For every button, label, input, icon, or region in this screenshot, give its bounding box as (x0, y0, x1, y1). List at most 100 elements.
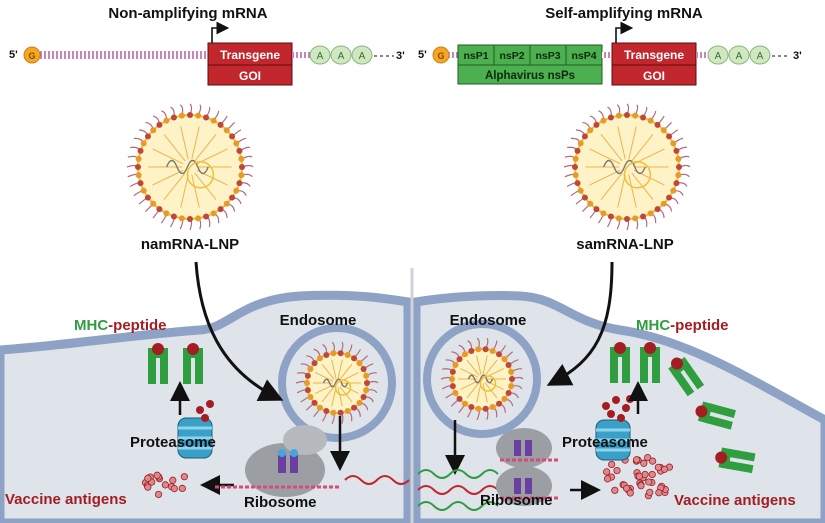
lipid-head (607, 114, 614, 121)
lipid-head (363, 372, 370, 379)
lipid-head (496, 400, 503, 407)
lipid-head (670, 140, 677, 147)
lipid-line (337, 359, 343, 379)
right-proteasome (595, 419, 631, 461)
lipid-head (337, 350, 344, 357)
lipid-head (673, 180, 680, 187)
left-rna-strand (38, 51, 208, 59)
lipid-head (624, 112, 630, 118)
lipid-head (217, 206, 224, 213)
lipid-head (475, 405, 482, 412)
right-mhc-4 (695, 401, 736, 430)
right-rna-strand-a (448, 52, 460, 58)
lipid-head (135, 172, 142, 179)
lipid-head (163, 210, 170, 217)
right-antigens-label: Vaccine antigens (674, 492, 796, 509)
lipid-head (577, 187, 584, 194)
lipid-line (163, 134, 186, 162)
left-antigens-label: Vaccine antigens (5, 491, 127, 508)
right-polya: A A A (707, 45, 771, 65)
alphavirus-label: Alphavirus nsPs (485, 70, 575, 82)
inner-vesicle (479, 375, 497, 392)
lipid-line (180, 126, 189, 160)
antigen-dot (613, 466, 621, 475)
lipid-head (137, 180, 144, 187)
lipid-line (152, 148, 184, 165)
lipid-head (505, 362, 512, 369)
lipid-head (501, 356, 508, 363)
lipid-head (316, 355, 323, 362)
lipid-line (331, 387, 337, 407)
lipid-head (144, 133, 151, 140)
antigen-dot (626, 489, 634, 497)
lipid-head (236, 147, 243, 154)
lipid-head (239, 164, 245, 170)
right-ribosome-label: Ribosome (480, 492, 553, 509)
right-mhc-5 (715, 447, 756, 474)
antigen-dot (655, 489, 663, 497)
left-peptides-small (196, 400, 214, 422)
lipid-head (452, 362, 459, 369)
lipid-head (624, 216, 630, 222)
antigen-dot (608, 460, 616, 469)
left-polya-a2-label: A (338, 51, 345, 62)
right-title: Self-amplifying mRNA (545, 5, 703, 22)
lipid-head (673, 147, 680, 154)
namrna-lnp-particle (126, 103, 254, 231)
lipid-head (187, 216, 193, 222)
lipid-line (631, 134, 654, 162)
antigen-dot (180, 473, 188, 481)
lipid-line (476, 355, 482, 375)
encapsulated-rna (467, 374, 494, 384)
lipid-head (482, 405, 489, 412)
lipid-head (170, 213, 177, 220)
lipid-head (356, 399, 363, 406)
left-antigen-cluster (141, 471, 188, 499)
lipid-head (363, 387, 370, 394)
right-endosome-label: Endosome (450, 312, 527, 329)
lipid-head (330, 409, 337, 416)
lipid-head (452, 389, 459, 396)
right-mhc-label-peptide: -peptide (670, 317, 728, 334)
lipid-head (364, 380, 370, 386)
lipid-head (135, 164, 141, 170)
lipid-head (632, 215, 639, 222)
encapsulated-rna (322, 378, 349, 388)
lipid-head (508, 383, 515, 390)
lipid-head (600, 210, 607, 217)
lipid-head (461, 351, 468, 358)
right-polya-a1 (707, 45, 729, 65)
lipid-head (593, 121, 600, 128)
lipid-head (475, 346, 482, 353)
right-three-prime: 3' (793, 50, 802, 62)
left-polya: A A A (309, 45, 373, 65)
lipid-head (323, 408, 330, 415)
right-delivery-arrow (546, 261, 614, 386)
lipid-head (508, 368, 515, 375)
lipid-line (191, 126, 200, 160)
antigen-dot (178, 484, 186, 492)
lipid-head (675, 172, 682, 179)
lipid-head (496, 351, 503, 358)
lipid-line (589, 148, 621, 165)
antigen-dot (645, 478, 653, 486)
lipid-head (140, 187, 147, 194)
lipid-head (581, 194, 588, 201)
left-cap-circle (23, 46, 41, 64)
lipid-head (316, 404, 323, 411)
lipid-line (321, 386, 335, 403)
left-mhc-complexes (148, 343, 203, 384)
left-mrna-tail (344, 475, 410, 485)
lipid-head (144, 194, 151, 201)
lipid-line (163, 172, 186, 200)
antigen-dot (644, 453, 652, 462)
right-polya-a2 (728, 45, 750, 65)
lipid-head (195, 112, 202, 119)
nsp4-label: nsP4 (571, 50, 596, 62)
lipid-line (628, 174, 637, 208)
lipid-line (339, 363, 353, 380)
lipid-head (572, 172, 579, 179)
lipid-line (191, 174, 200, 208)
lipid-head (217, 121, 224, 128)
lipid-head (210, 117, 217, 124)
